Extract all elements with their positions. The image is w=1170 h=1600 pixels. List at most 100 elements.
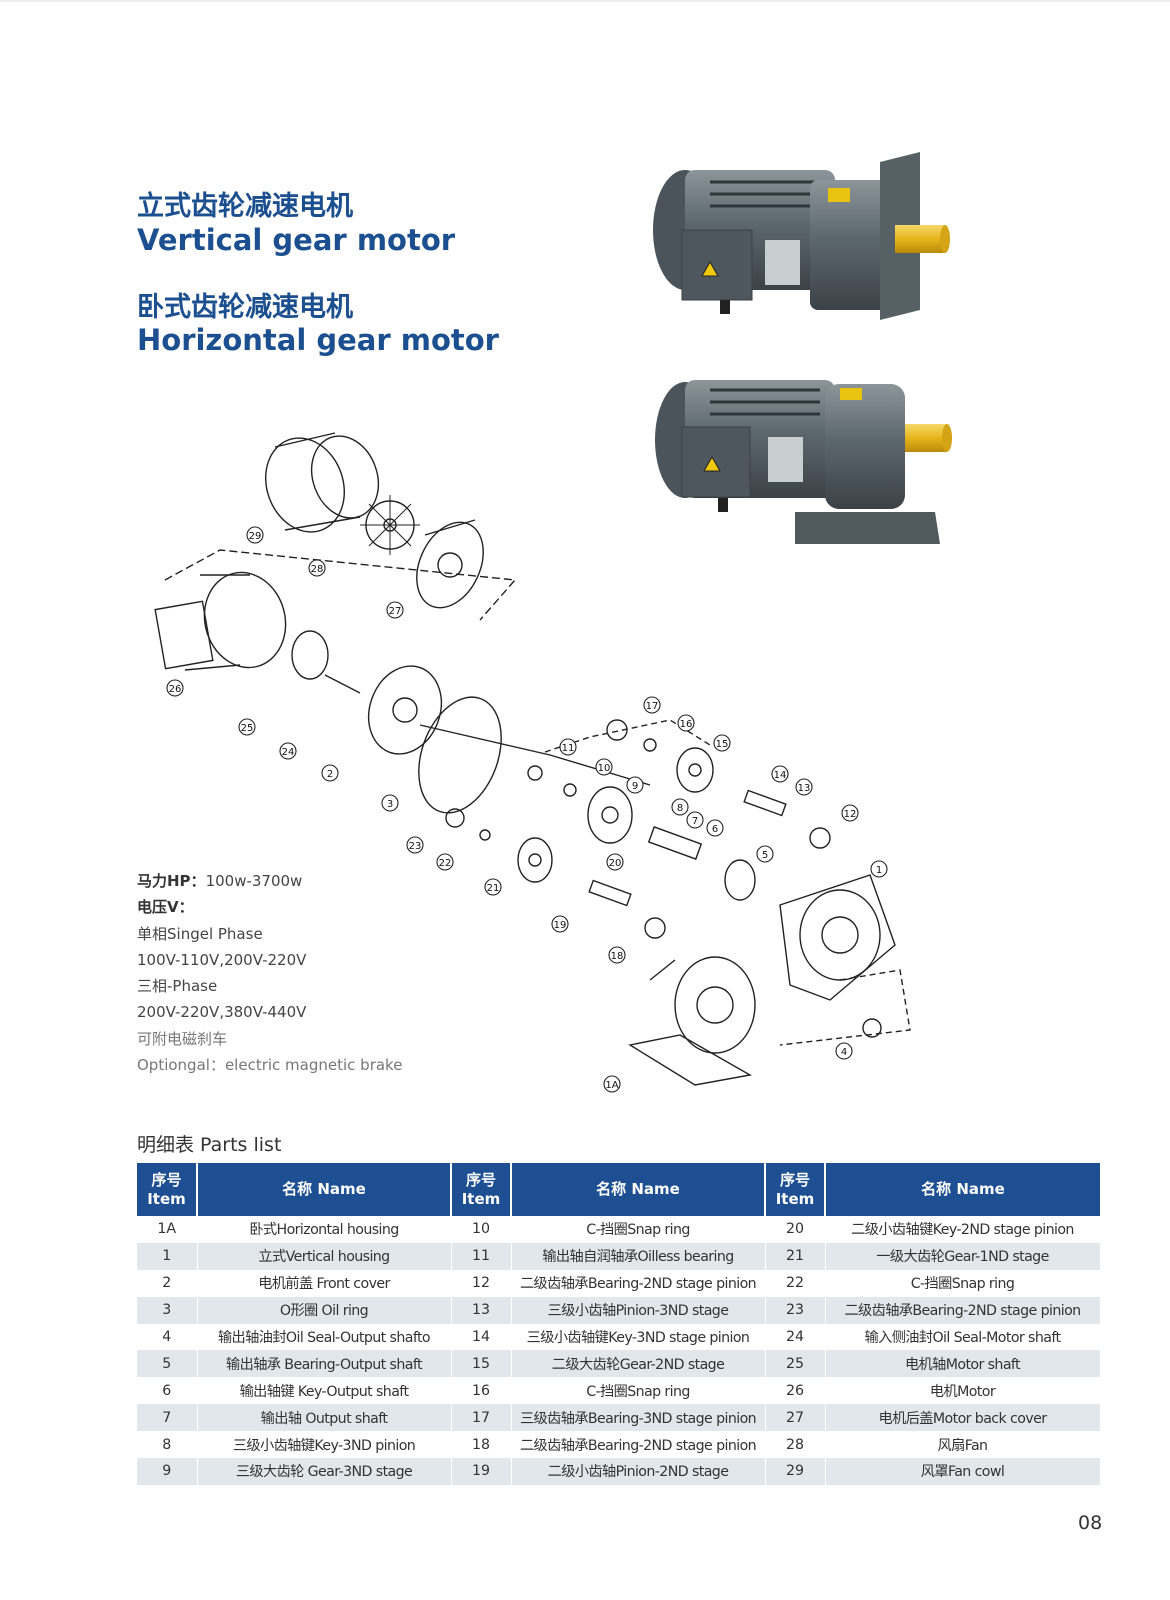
three-phase-values: 200V-220V,380V-440V — [137, 1003, 307, 1022]
spec-block: 马力HP：100w-3700w 电压V： 单相Singel Phase 100V… — [137, 868, 402, 1078]
horizontal-title-en: Horizontal gear motor — [137, 323, 499, 357]
item-cell: 23 — [765, 1296, 826, 1324]
horizontal-title-cn: 卧式齿轮减速电机 — [137, 292, 353, 323]
name-cell: 输出轴油封Oil Seal-Output shafto — [197, 1323, 452, 1351]
item-cell: 1A — [137, 1216, 198, 1243]
item-cell: 7 — [137, 1404, 198, 1432]
callout-8: 8 — [677, 803, 683, 814]
name-cell: 输出轴自润轴承Oilless bearing — [511, 1242, 766, 1270]
name-cell: 二级齿轴承Bearing-2ND stage pinion — [511, 1431, 766, 1459]
callout-4: 4 — [841, 1047, 847, 1058]
callout-3: 3 — [387, 799, 393, 810]
header-name: 名称 Name — [197, 1163, 452, 1216]
item-cell: 27 — [765, 1404, 826, 1432]
item-cell: 10 — [451, 1216, 512, 1243]
callout-7: 7 — [692, 816, 698, 827]
vertical-title-cn: 立式齿轮减速电机 — [137, 191, 353, 222]
name-cell: 三级小齿轴键Key-3ND pinion — [197, 1431, 452, 1459]
callout-15: 15 — [716, 739, 729, 750]
callout-2: 2 — [327, 769, 333, 780]
callout-26: 26 — [169, 684, 182, 695]
voltage-label: 电压V： — [137, 898, 194, 917]
callout-13: 13 — [798, 783, 811, 794]
callout-24: 24 — [282, 747, 295, 758]
item-cell: 20 — [765, 1216, 826, 1243]
callout-16: 16 — [680, 719, 693, 730]
name-cell: 二级小齿轴键Key-2ND stage pinion — [825, 1216, 1101, 1243]
callout-6: 6 — [712, 824, 718, 835]
three-phase-label: 三相-Phase — [137, 977, 218, 996]
item-cell: 22 — [765, 1269, 826, 1297]
brake-option-cn: 可附电磁刹车 — [137, 1029, 228, 1048]
callout-17: 17 — [646, 701, 659, 712]
callout-12: 12 — [844, 809, 857, 820]
name-cell: 电机轴Motor shaft — [825, 1350, 1101, 1378]
item-cell: 24 — [765, 1323, 826, 1351]
power-spec: 马力HP：100w-3700w — [137, 868, 402, 894]
item-cell: 2 — [137, 1269, 198, 1297]
header-name: 名称 Name — [825, 1163, 1100, 1216]
item-cell: 14 — [451, 1323, 512, 1351]
item-cell: 18 — [451, 1431, 512, 1459]
single-phase-values: 100V-110V,200V-220V — [137, 950, 307, 969]
name-cell: O形圈 Oil ring — [197, 1296, 452, 1324]
name-cell: 卧式Horizontal housing — [197, 1216, 452, 1243]
item-cell: 29 — [765, 1458, 826, 1485]
name-cell: 一级大齿轮Gear-1ND stage — [825, 1242, 1101, 1270]
exploded-parts-diagram: 29 28 27 26 25 24 2 3 23 22 21 19 18 20 … — [154, 432, 911, 1093]
item-cell: 15 — [451, 1350, 512, 1378]
name-cell: 三级齿轴承Bearing-3ND stage pinion — [511, 1404, 766, 1432]
name-cell: 输出轴键 Key-Output shaft — [197, 1377, 452, 1405]
name-cell: 三级小齿轴键Key-3ND stage pinion — [511, 1323, 766, 1351]
item-cell: 6 — [137, 1377, 198, 1405]
name-cell: 电机后盖Motor back cover — [825, 1404, 1101, 1432]
name-cell: C-挡圈Snap ring — [511, 1377, 766, 1405]
item-cell: 9 — [137, 1458, 198, 1485]
callout-25: 25 — [241, 723, 254, 734]
callout-27: 27 — [389, 606, 402, 617]
callout-11: 11 — [562, 743, 575, 754]
callout-29: 29 — [249, 531, 262, 542]
name-cell: 输入侧油封Oil Seal-Motor shaft — [825, 1323, 1101, 1351]
callout-19: 19 — [554, 920, 567, 931]
single-phase-label: 单相Singel Phase — [137, 924, 263, 943]
name-cell: 风罩Fan cowl — [825, 1458, 1101, 1485]
item-cell: 21 — [765, 1242, 826, 1270]
name-cell: C-挡圈Snap ring — [511, 1216, 766, 1243]
callout-1: 1 — [876, 865, 882, 876]
item-cell: 17 — [451, 1404, 512, 1432]
diagram-callouts: 29 28 27 26 25 24 2 3 23 22 21 19 18 20 … — [166, 526, 888, 1093]
name-cell: 电机前盖 Front cover — [197, 1269, 452, 1297]
name-cell: 电机Motor — [825, 1377, 1101, 1405]
horizontal-gear-motor-image — [655, 380, 952, 544]
item-cell: 25 — [765, 1350, 826, 1378]
name-cell: 三级大齿轮 Gear-3ND stage — [197, 1458, 452, 1485]
item-cell: 19 — [451, 1458, 512, 1485]
callout-1a: 1A — [605, 1080, 618, 1091]
power-label: 马力HP： — [137, 872, 206, 890]
callout-21: 21 — [487, 883, 500, 894]
item-cell: 1 — [137, 1242, 198, 1270]
name-cell: 二级齿轴承Bearing-2ND stage pinion — [825, 1296, 1101, 1324]
item-cell: 8 — [137, 1431, 198, 1459]
item-cell: 28 — [765, 1431, 826, 1459]
name-cell: 二级齿轴承Bearing-2ND stage pinion — [511, 1269, 766, 1297]
vertical-title-en: Vertical gear motor — [137, 223, 456, 257]
power-value: 100w-3700w — [205, 872, 303, 890]
item-cell: 16 — [451, 1377, 512, 1405]
callout-22: 22 — [439, 858, 452, 869]
callout-10: 10 — [598, 763, 611, 774]
callout-18: 18 — [611, 951, 624, 962]
